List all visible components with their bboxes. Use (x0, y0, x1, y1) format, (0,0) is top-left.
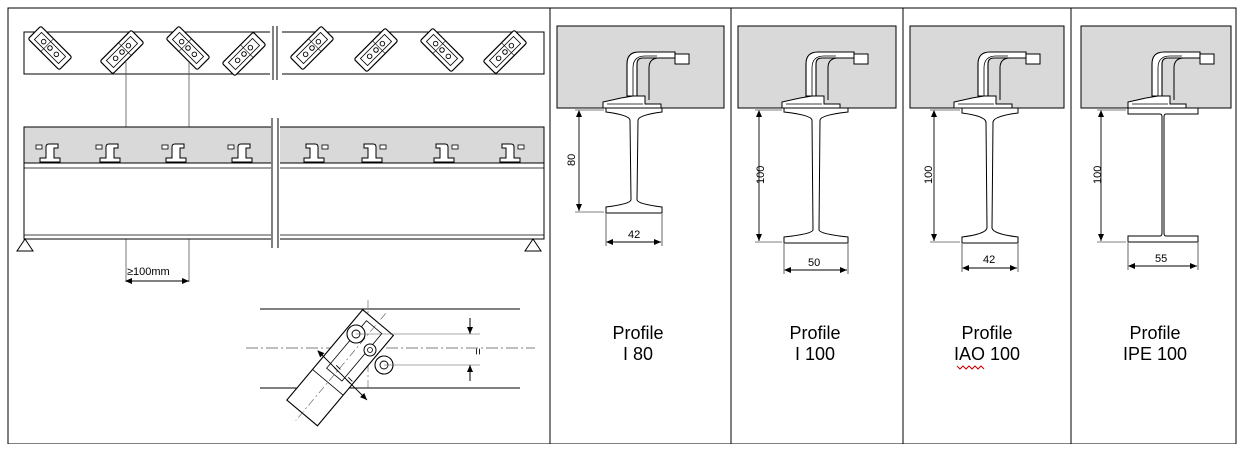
profile-caption: IPE 100 (1123, 344, 1187, 364)
width-label: 55 (1155, 253, 1167, 265)
spacing-label: ≥100mm (127, 266, 170, 278)
i-beam-section (605, 107, 663, 214)
profile-caption: Profile (789, 323, 840, 343)
profile-panel-ipe100: 100 55 Profile IPE 100 (1080, 25, 1232, 364)
left-panel: ≥100mm = = (16, 25, 545, 427)
profile-panel-i100: 100 50 Profile I 100 (737, 25, 897, 364)
profile-caption: Profile (961, 323, 1012, 343)
height-label: 100 (923, 166, 935, 184)
profile-caption: I 100 (795, 344, 835, 364)
width-label: 42 (628, 229, 640, 241)
height-label: 100 (1092, 166, 1104, 184)
beam-top-view (23, 25, 545, 80)
spacing-dimension: ≥100mm (125, 266, 189, 284)
height-label: 80 (566, 154, 578, 166)
profile-caption: IAO 100 (954, 344, 1020, 364)
profile-caption: Profile (612, 323, 663, 343)
profile-caption: Profile (1129, 323, 1180, 343)
beam-elevation (16, 118, 545, 252)
width-label: 50 (808, 257, 820, 269)
width-label: 42 (983, 254, 995, 266)
profile-caption: I 80 (623, 344, 653, 364)
i-beam-section (783, 107, 849, 244)
profile-panel-iao100: 100 42 Profile IAO 100 (909, 25, 1065, 370)
spellcheck-underline (956, 365, 985, 370)
height-label: 100 (755, 166, 767, 184)
profile-panel-i80: 80 42 Profile I 80 (556, 25, 725, 364)
equal-mark: = (471, 348, 485, 355)
i-beam-section (1127, 107, 1199, 243)
clip-detail-view: = = = (246, 300, 535, 427)
i-beam-section (961, 107, 1019, 244)
